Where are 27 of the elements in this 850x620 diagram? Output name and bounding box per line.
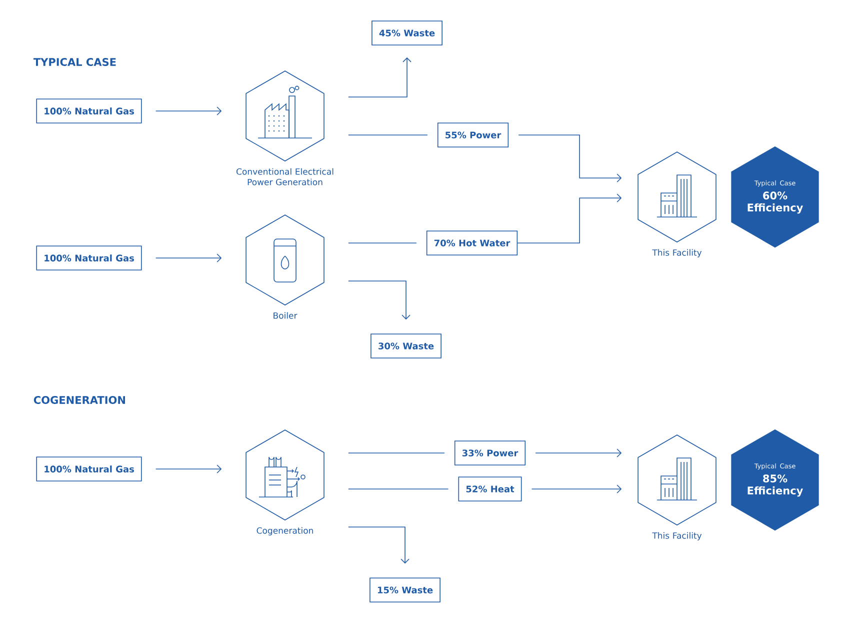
label-box: 45% Waste bbox=[372, 20, 442, 46]
section-heading: TYPICAL CASE bbox=[33, 58, 116, 66]
arrow bbox=[517, 194, 622, 244]
hexagon: Conventional Electrical Power Generation bbox=[236, 70, 334, 186]
label-box: 70% Hot Water bbox=[426, 230, 518, 256]
label-box: 15% Waste bbox=[370, 578, 440, 602]
arrow bbox=[348, 57, 412, 98]
label-box: 52% Heat bbox=[458, 476, 522, 502]
arrow bbox=[155, 106, 222, 116]
arrow bbox=[535, 448, 622, 458]
arrow bbox=[155, 254, 222, 262]
label-box: 30% Waste bbox=[370, 334, 442, 358]
label-box: 33% Power bbox=[454, 440, 526, 466]
arrow bbox=[155, 464, 222, 474]
hexagon: Boiler bbox=[246, 214, 324, 319]
label-box: 55% Power bbox=[437, 122, 509, 148]
arrow bbox=[348, 526, 410, 564]
arrow bbox=[518, 134, 622, 182]
label-box: 100% Natural Gas bbox=[36, 98, 142, 124]
label-box: 100% Natural Gas bbox=[36, 456, 142, 482]
hexagon: This Facility bbox=[638, 152, 716, 258]
hexagon: Cogeneration bbox=[246, 430, 324, 536]
section-heading: COGENERATION bbox=[34, 396, 125, 404]
arrow bbox=[531, 484, 622, 494]
label-box: 100% Natural Gas bbox=[36, 246, 142, 270]
arrow bbox=[348, 280, 410, 320]
hexagon: This Facility bbox=[638, 434, 716, 540]
